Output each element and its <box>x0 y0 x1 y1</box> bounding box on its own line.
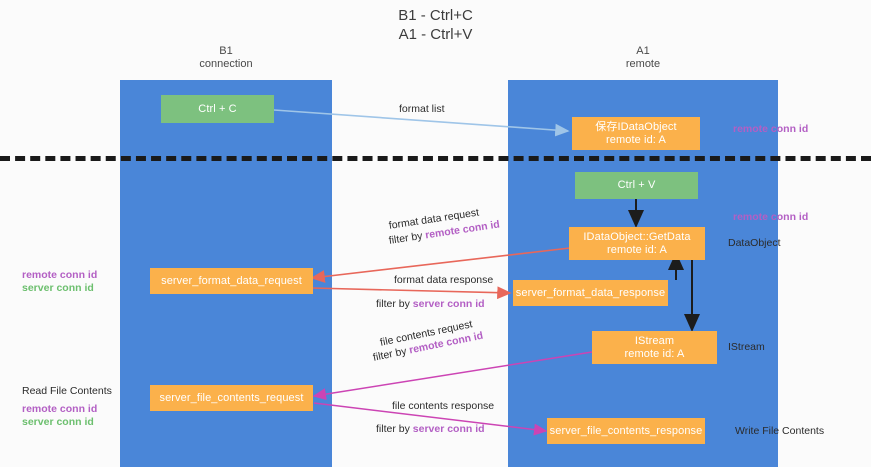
annotation-left-server-conn-id-bottom: server conn id <box>22 416 94 428</box>
node-server-file-contents-response[interactable]: server_file_contents_response <box>547 418 705 444</box>
annotation-write-file-contents: Write File Contents <box>735 425 825 437</box>
edge-label-file-contents-response: file contents response <box>392 400 495 412</box>
node-idataobject[interactable]: 保存IDataObject remote id: A <box>572 117 700 150</box>
annotation-istream: IStream <box>728 341 765 353</box>
node-server-format-data-request[interactable]: server_format_data_request <box>150 268 313 294</box>
edge-label-format-data-response-filter: filter by server conn id <box>376 298 485 311</box>
node-istream[interactable]: IStream remote id: A <box>592 331 717 364</box>
edge-label-file-contents-response-filter: filter by server conn id <box>376 423 485 436</box>
arrow-format-data-response <box>311 286 512 300</box>
annotation-left-server-conn-id-mid: server conn id <box>22 282 94 294</box>
annotation-remote-conn-id-top: remote conn id <box>733 123 809 135</box>
annotation-read-file-contents: Read File Contents <box>22 385 112 397</box>
annotation-dataobject: DataObject <box>728 237 781 249</box>
node-idataobject-getdata[interactable]: IDataObject::GetData remote id: A <box>569 227 705 260</box>
filter-key-server-conn-id: server conn id <box>412 423 485 435</box>
column-header-a1: A1 remote <box>625 45 661 70</box>
annotation-remote-conn-id-mid: remote conn id <box>733 211 809 223</box>
node-ctrl-c[interactable]: Ctrl + C <box>161 95 274 123</box>
annotation-left-remote-conn-id-bottom: remote conn id <box>22 403 98 415</box>
filter-prefix: filter by <box>376 423 413 435</box>
diagram-title: B1 - Ctrl+C A1 - Ctrl+V <box>398 7 473 43</box>
edge-label-format-data-response: format data response <box>394 274 494 286</box>
node-ctrl-v[interactable]: Ctrl + V <box>575 172 698 199</box>
phase-divider <box>0 156 871 161</box>
annotation-left-remote-conn-id-mid: remote conn id <box>22 269 98 281</box>
filter-prefix: filter by <box>376 298 413 310</box>
node-server-format-data-response[interactable]: server_format_data_response <box>513 280 668 306</box>
node-server-file-contents-request[interactable]: server_file_contents_request <box>150 385 313 411</box>
edge-label-format-list: format list <box>399 103 445 115</box>
filter-key-server-conn-id: server conn id <box>412 298 485 310</box>
filter-prefix: filter by <box>372 344 411 364</box>
column-header-b1: B1 connection <box>199 45 253 70</box>
